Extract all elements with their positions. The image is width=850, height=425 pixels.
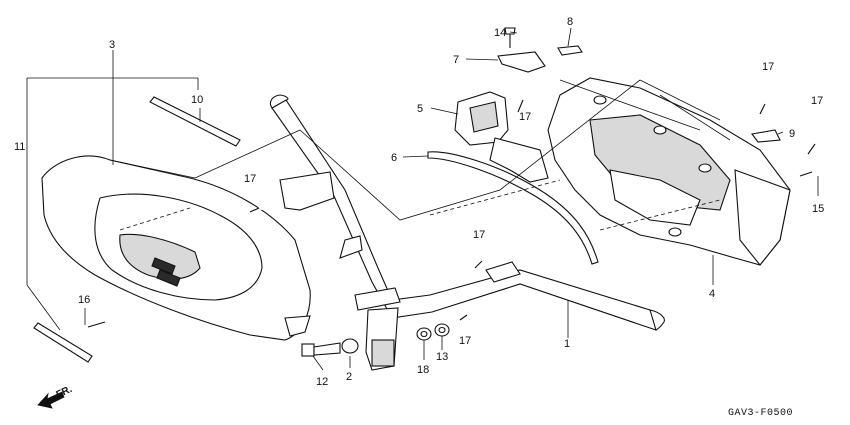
callout-18: 18 bbox=[417, 364, 429, 376]
screws bbox=[80, 27, 824, 357]
small-clip-part bbox=[751, 129, 781, 143]
switch-housing-part bbox=[454, 91, 549, 183]
rear-cover-part bbox=[547, 77, 791, 266]
upper-trim-strip bbox=[149, 96, 241, 147]
callout-5: 5 bbox=[417, 103, 423, 115]
front-cover-part bbox=[41, 155, 311, 341]
callout-7: 7 bbox=[453, 54, 459, 66]
callout-11: 11 bbox=[14, 141, 25, 153]
drawing-code: GAV3-F0500 bbox=[728, 408, 793, 419]
callout-17-f: 17 bbox=[459, 335, 471, 347]
callout-9: 9 bbox=[789, 128, 795, 140]
callout-17-a: 17 bbox=[519, 111, 531, 123]
callouts: 1 2 3 4 5 6 7 8 9 10 11 12 13 14 15 16 1… bbox=[14, 16, 824, 388]
callout-12: 12 bbox=[316, 376, 328, 388]
cable-part bbox=[427, 151, 599, 265]
callout-15: 15 bbox=[812, 203, 824, 215]
callout-17-c: 17 bbox=[811, 95, 823, 107]
callout-2: 2 bbox=[346, 371, 352, 383]
arrow-icon bbox=[37, 391, 65, 409]
callout-6: 6 bbox=[391, 152, 397, 164]
callout-17-d: 17 bbox=[244, 173, 256, 185]
callout-17-b: 17 bbox=[762, 61, 774, 73]
front-direction-arrow: FR. bbox=[37, 384, 74, 409]
handlebar-part bbox=[269, 94, 665, 371]
callout-8: 8 bbox=[567, 16, 573, 28]
callout-17-e: 17 bbox=[473, 229, 485, 241]
direction-label: FR. bbox=[55, 384, 74, 401]
callout-leaders bbox=[84, 27, 819, 371]
clip-part bbox=[497, 51, 546, 73]
callout-14: 14 bbox=[494, 27, 506, 39]
callout-3: 3 bbox=[109, 39, 115, 51]
reference-lines bbox=[26, 77, 731, 331]
callout-1: 1 bbox=[564, 338, 570, 350]
lower-trim-strip bbox=[33, 322, 93, 363]
callout-10: 10 bbox=[191, 94, 203, 106]
callout-16: 16 bbox=[78, 294, 90, 306]
callout-4: 4 bbox=[709, 288, 715, 300]
seal-part bbox=[557, 45, 583, 56]
callout-13: 13 bbox=[436, 351, 448, 363]
